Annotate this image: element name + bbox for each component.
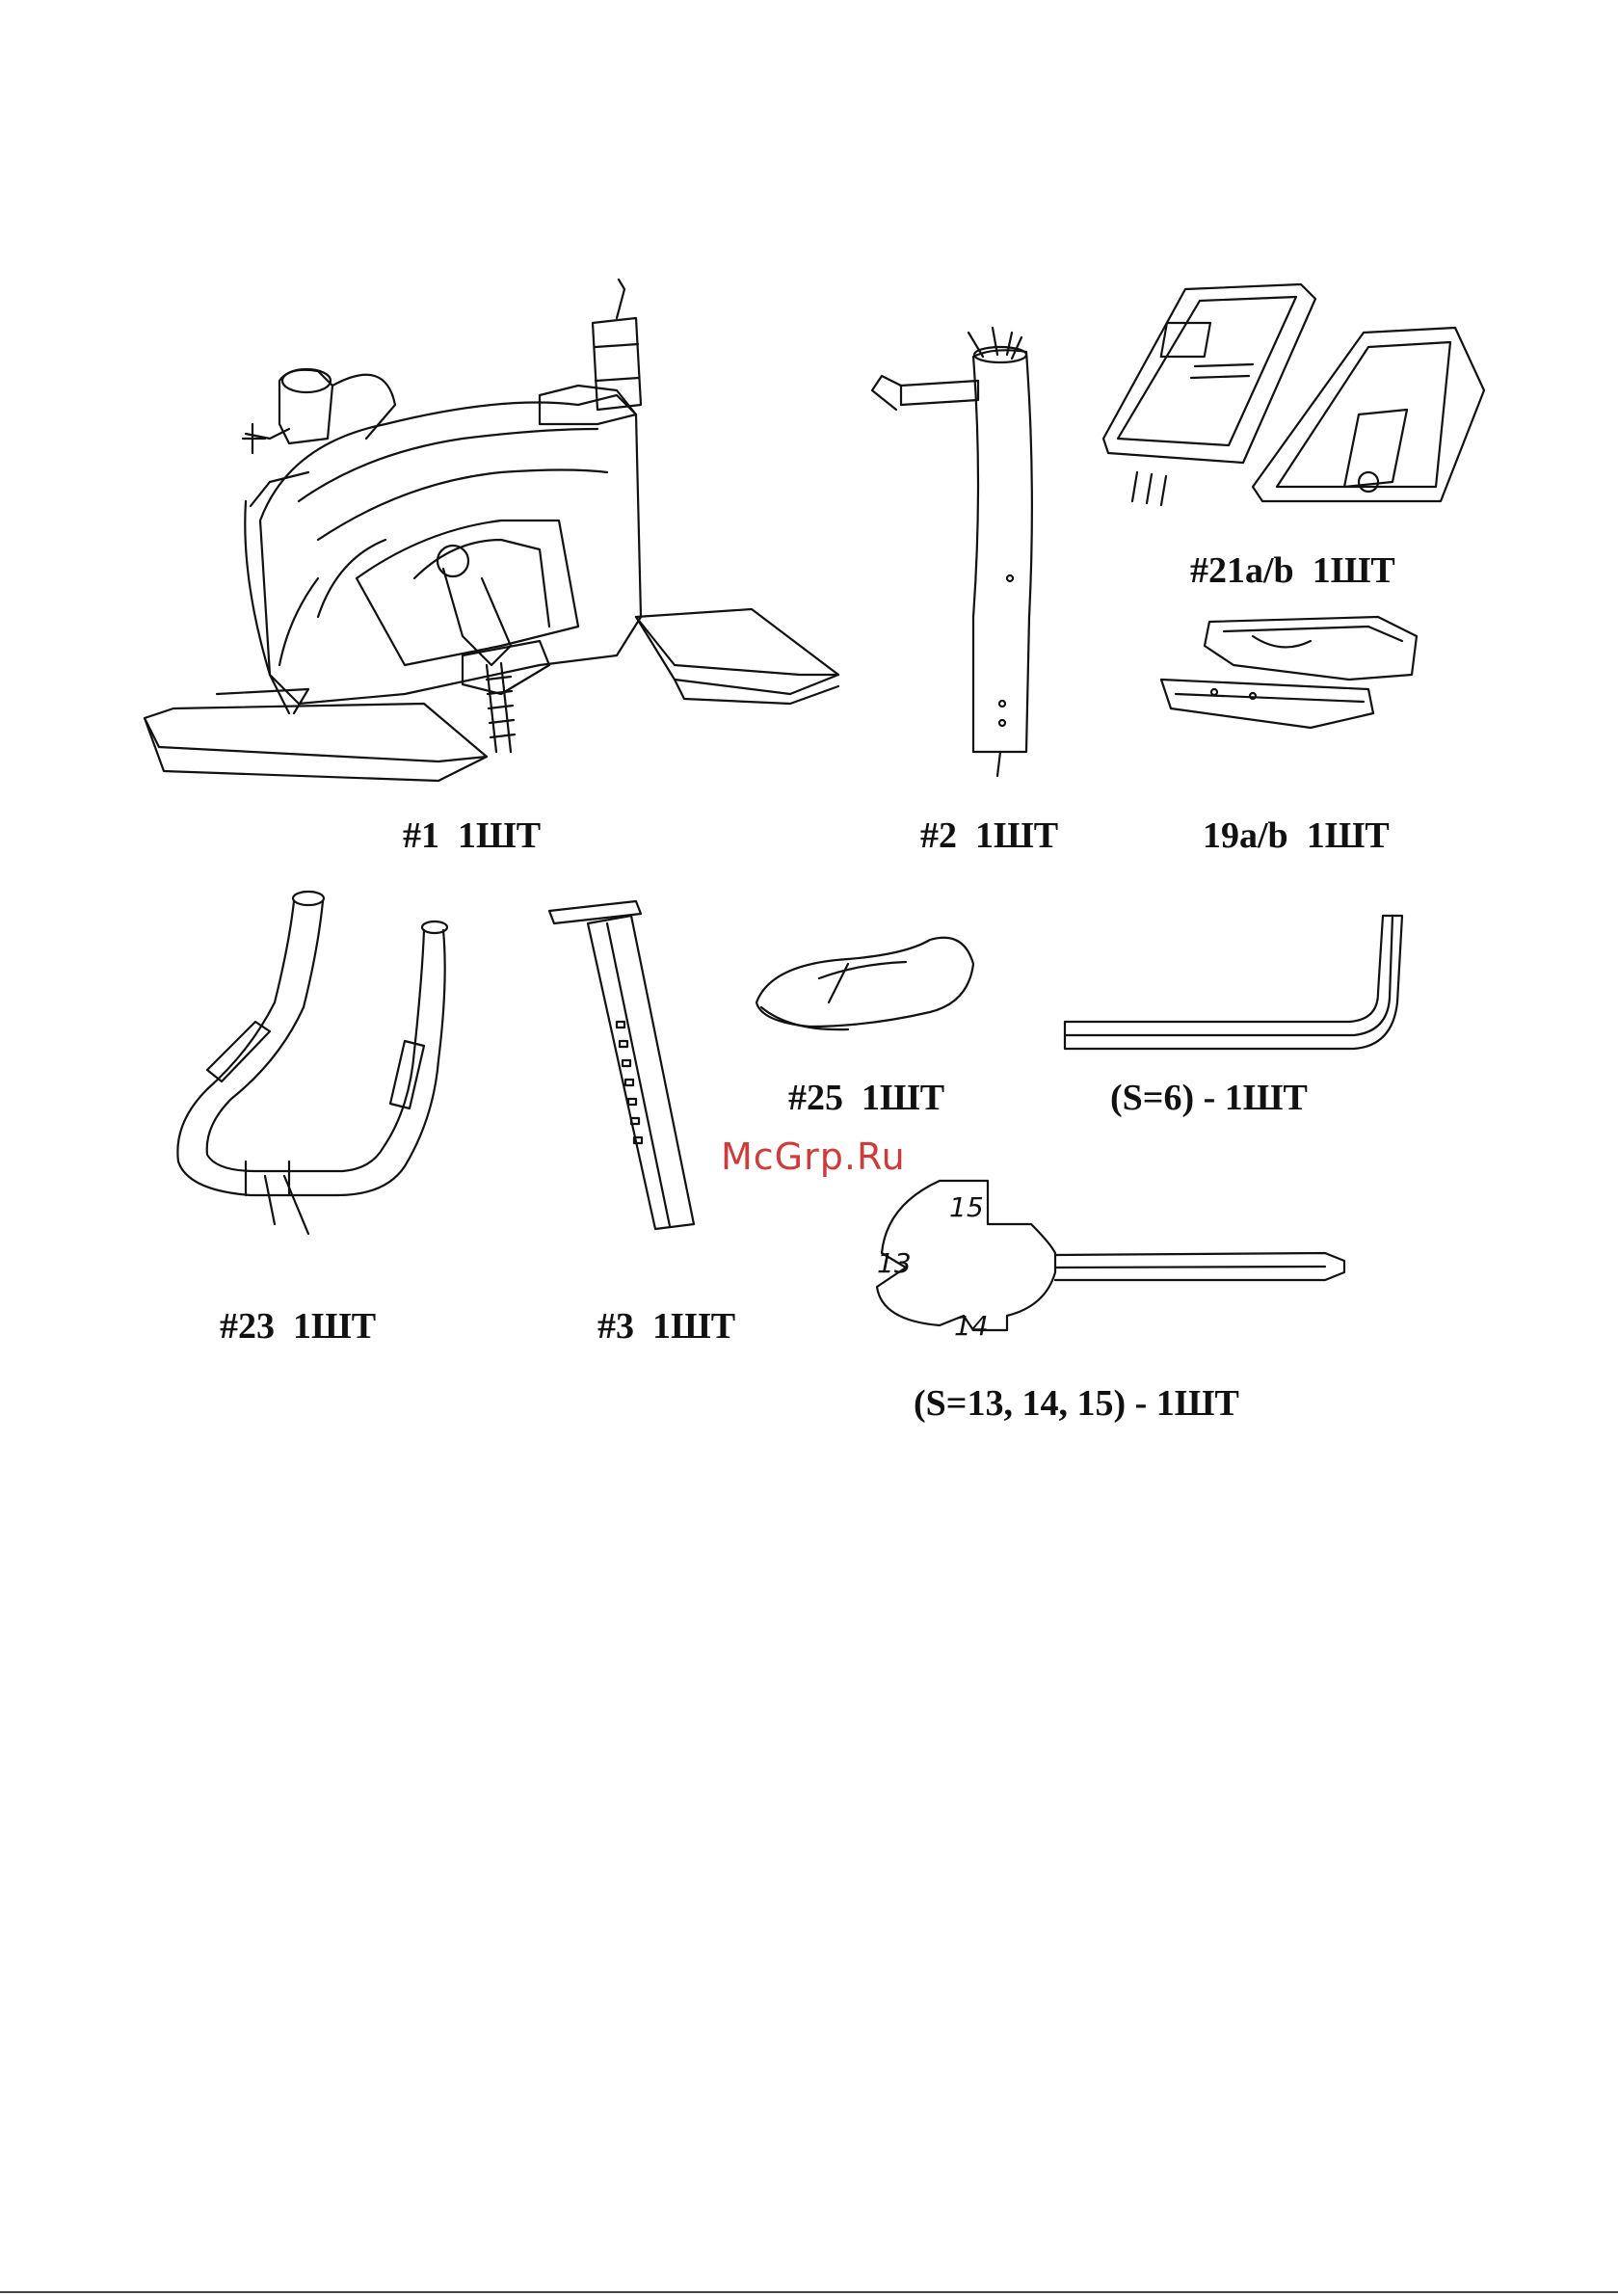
watermark: McGrp.Ru bbox=[721, 1135, 906, 1178]
seat-post-icon bbox=[549, 901, 694, 1229]
page-bottom-rule bbox=[0, 2291, 1618, 2293]
console-covers-icon bbox=[1103, 284, 1484, 505]
wrench-size-14: 14 bbox=[954, 1310, 989, 1342]
multi-wrench-icon bbox=[877, 1181, 1344, 1330]
frame-base-icon bbox=[145, 280, 838, 781]
mast-cover-icon bbox=[1161, 617, 1417, 728]
cover-cap-icon bbox=[756, 938, 973, 1029]
label-part-19: 19a/b 1ШТ bbox=[1203, 817, 1390, 854]
label-multi-wrench: (S=13, 14, 15) - 1ШТ bbox=[914, 1385, 1239, 1422]
label-part-1: #1 1ШТ bbox=[403, 817, 541, 854]
label-part-21: #21a/b 1ШТ bbox=[1190, 552, 1395, 589]
hex-key-icon bbox=[1065, 916, 1402, 1049]
label-part-25: #25 1ШТ bbox=[788, 1080, 944, 1116]
wrench-size-13: 13 bbox=[877, 1247, 912, 1279]
label-hex-key: (S=6) - 1ШТ bbox=[1110, 1080, 1308, 1116]
console-mast-icon bbox=[872, 328, 1032, 776]
label-part-2: #2 1ШТ bbox=[920, 817, 1058, 854]
label-part-23: #23 1ШТ bbox=[220, 1308, 376, 1345]
label-part-3: #3 1ШТ bbox=[597, 1308, 735, 1345]
wrench-size-15: 15 bbox=[949, 1191, 984, 1223]
handlebar-icon bbox=[177, 892, 447, 1234]
